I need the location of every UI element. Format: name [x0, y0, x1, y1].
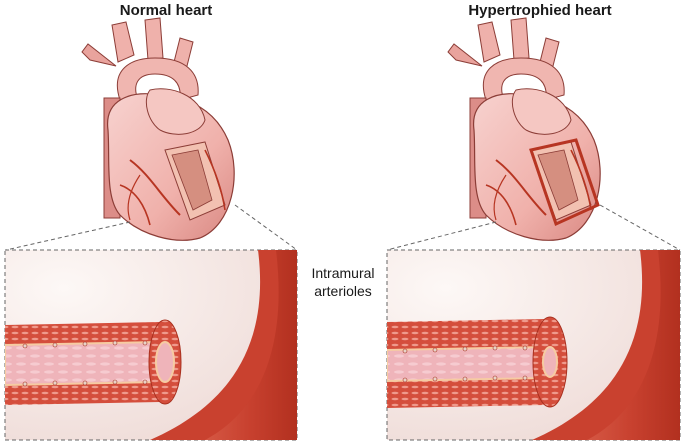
left-zoom-lines — [5, 204, 298, 251]
hypertrophied-heart-illustration — [447, 17, 602, 242]
normal-arteriole-panel — [4, 249, 298, 441]
label-line-2: arterioles — [314, 283, 372, 299]
hypertrophied-heart-title: Hypertrophied heart — [468, 2, 612, 19]
normal-heart-title: Normal heart — [119, 2, 213, 19]
normal-heart-illustration — [81, 17, 236, 242]
intramural-arterioles-label: Intramural arterioles — [298, 264, 388, 300]
label-line-1: Intramural — [311, 265, 375, 281]
right-zoom-lines — [386, 204, 681, 251]
hypertrophied-arteriole-panel — [386, 249, 681, 441]
